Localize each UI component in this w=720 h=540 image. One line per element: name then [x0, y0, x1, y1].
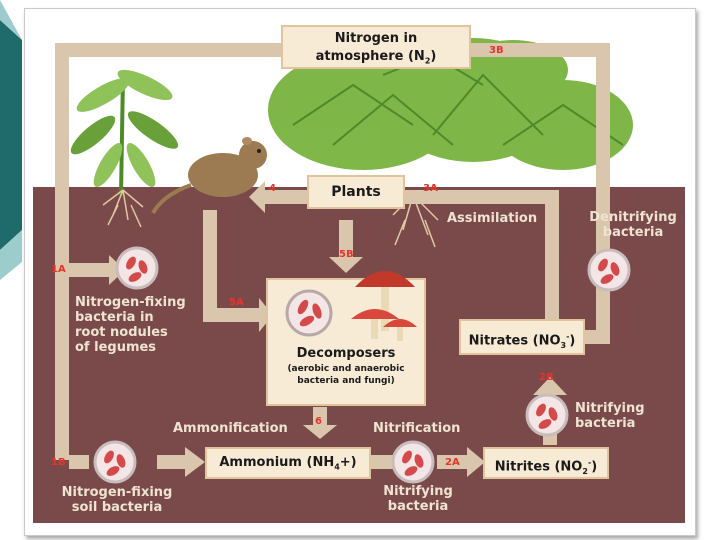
plant-icon: [70, 69, 179, 196]
nitrites-superscript: -: [587, 458, 592, 467]
step-6: 6: [315, 416, 322, 427]
nitrogen-cycle-diagram: Nitrogen in atmosphere (N2) Plants Decom…: [33, 15, 685, 523]
nitrifying-bottom-line-2: bacteria: [387, 499, 449, 514]
bacteria-circle-icon: [391, 440, 435, 484]
step-4: 4: [269, 183, 276, 194]
ammonium-box: Ammonium (NH4+): [205, 447, 371, 479]
nfix-soil-line-1: Nitrogen-fixing: [61, 485, 173, 500]
ammonification-label: Ammonification: [173, 421, 288, 436]
step-5B: 5B: [339, 249, 354, 260]
step-1B: 1B: [51, 457, 66, 468]
nfix-root-line-4: of legumes: [75, 340, 157, 355]
step-2A: 2A: [445, 457, 460, 468]
step-2B: 2B: [539, 372, 554, 383]
slide-edge-decoration: [0, 0, 22, 280]
step-3B: 3B: [489, 45, 504, 56]
nitrogen-fixing-soil-label: Nitrogen-fixing soil bacteria: [47, 485, 187, 515]
nitrites-end: ): [591, 459, 598, 475]
atmosphere-text: atmosphere (N: [315, 49, 425, 64]
nitrates-box: Nitrates (NO3-): [459, 319, 585, 355]
nitrogen-fixing-root-label: Nitrogen-fixing bacteria in root nodules…: [75, 295, 186, 355]
nitrates-superscript: -: [566, 332, 570, 341]
nitrates-end: ): [569, 333, 576, 349]
bacteria-circle-icon: [93, 440, 137, 484]
nitrification-label: Nitrification: [373, 421, 461, 436]
decomposers-line-1: (aerobic and anaerobic: [287, 364, 405, 374]
nfix-root-line-2: bacteria in: [75, 310, 154, 325]
step-5A: 5A: [229, 297, 244, 308]
denitrifying-line-2: bacteria: [602, 225, 664, 240]
rodent-icon: [151, 137, 267, 215]
mushroom-icon: [351, 271, 417, 341]
nitrifying-right-line-1: Nitrifying: [575, 401, 645, 416]
atmosphere-end: ): [430, 49, 437, 64]
nitrifying-bacteria-right-label: Nitrifying bacteria: [575, 401, 645, 431]
decomposers-box: Decomposers (aerobic and anaerobic bacte…: [267, 345, 425, 403]
nitrates-text: Nitrates (NO: [468, 333, 561, 349]
nfix-root-line-3: root nodules: [75, 325, 168, 340]
nitrites-subscript: 2: [582, 466, 588, 476]
step-1A: 1A: [51, 264, 66, 275]
ammonium-end: +): [339, 455, 357, 470]
ammonium-text: Ammonium (NH: [219, 455, 335, 470]
plants-box: Plants: [307, 175, 405, 209]
nitrifying-right-line-2: bacteria: [575, 416, 636, 431]
denitrifying-bacteria-label: Denitrifying bacteria: [581, 210, 685, 240]
bacteria-circle-icon: [115, 246, 159, 290]
nitrifying-bottom-line-1: Nitrifying: [383, 484, 453, 499]
atmosphere-subscript: 2: [424, 56, 431, 66]
atmosphere-line-2: atmosphere (N2): [283, 48, 469, 71]
decomposers-line-2: bacteria and fungi): [297, 376, 395, 386]
atmosphere-box: Nitrogen in atmosphere (N2): [281, 25, 471, 69]
nfix-soil-line-2: soil bacteria: [71, 500, 163, 515]
nitrites-text: Nitrites (NO: [494, 459, 583, 475]
nitrites-box: Nitrites (NO2-): [483, 447, 609, 479]
denitrifying-line-1: Denitrifying: [589, 210, 677, 225]
bacteria-circle-icon: [525, 393, 569, 437]
bacteria-circle-icon: [285, 289, 333, 337]
nfix-root-line-1: Nitrogen-fixing: [75, 295, 186, 310]
atmosphere-line-1: Nitrogen in: [334, 31, 418, 46]
plants-label: Plants: [331, 184, 381, 200]
ammonium-subscript: 4: [334, 462, 340, 472]
bacteria-circle-icon: [587, 248, 631, 292]
nitrates-subscript: 3: [560, 340, 567, 350]
assimilation-label: Assimilation: [447, 211, 538, 226]
nitrifying-bacteria-bottom-label: Nitrifying bacteria: [373, 484, 463, 514]
step-3A: 3A: [423, 183, 438, 194]
decomposers-title: Decomposers: [296, 346, 396, 361]
